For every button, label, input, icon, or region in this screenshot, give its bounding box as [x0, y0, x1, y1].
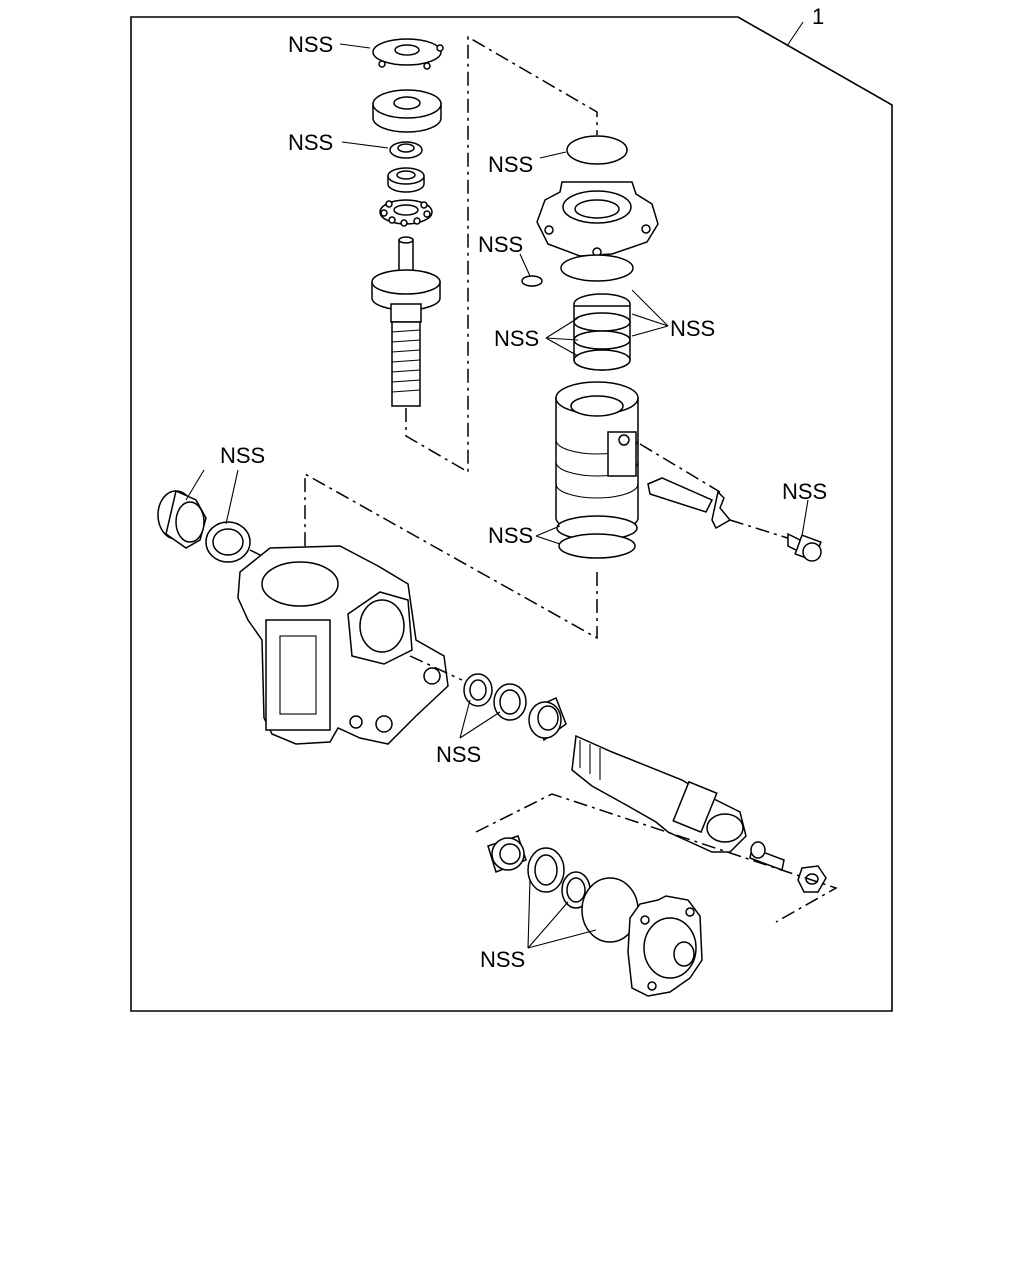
thrust-washer-plate — [372, 38, 444, 70]
gear-housing — [237, 545, 449, 745]
nss-label-side-seals: NSS — [220, 443, 265, 468]
nss-label-spool-seals-right: NSS — [670, 316, 715, 341]
side-seal-ring — [205, 521, 251, 563]
sector-seal-a — [463, 673, 493, 707]
flange-bolt — [787, 532, 822, 562]
gasket-ring — [560, 254, 634, 282]
sector-shaft — [571, 734, 747, 853]
nss-label-spool-seals-left: NSS — [494, 326, 539, 351]
nss-label-sector-seals: NSS — [436, 742, 481, 767]
kit-frame — [130, 16, 893, 1012]
nss-label-cover-seals: NSS — [480, 947, 525, 972]
cover-seal-a — [527, 847, 565, 893]
nss-label-o-ring-large: NSS — [488, 152, 533, 177]
spool-seal-stack — [573, 293, 631, 371]
seal-ring-pair — [556, 515, 638, 559]
retaining-clip — [647, 477, 732, 530]
side-cover — [627, 895, 703, 997]
nss-label-flange-bolt: NSS — [782, 479, 827, 504]
kit-callout-number: 1 — [812, 4, 824, 29]
needle-bearing — [528, 696, 567, 742]
nss-label-small-o-ring: NSS — [478, 232, 523, 257]
nss-label-valve-seal-pair: NSS — [488, 523, 533, 548]
cover-needle-bearing — [487, 835, 527, 873]
nss-label-seal-ring: NSS — [288, 130, 333, 155]
ball-bearing — [379, 199, 433, 227]
worm-shaft — [371, 236, 441, 407]
o-ring-large — [566, 135, 628, 165]
valve-housing-cover — [536, 181, 659, 257]
sector-seal-b — [493, 683, 527, 721]
nss-label-thrust-washer: NSS — [288, 32, 333, 57]
lock-nut — [797, 865, 827, 893]
small-o-ring — [521, 275, 543, 287]
side-seal-cup — [157, 489, 207, 549]
leader-lines — [185, 43, 809, 949]
bearing-race — [387, 167, 425, 193]
seal-ring — [389, 141, 423, 159]
adjuster-nut — [372, 89, 442, 133]
adjuster-screw — [749, 841, 785, 872]
control-valve-body — [555, 381, 639, 533]
